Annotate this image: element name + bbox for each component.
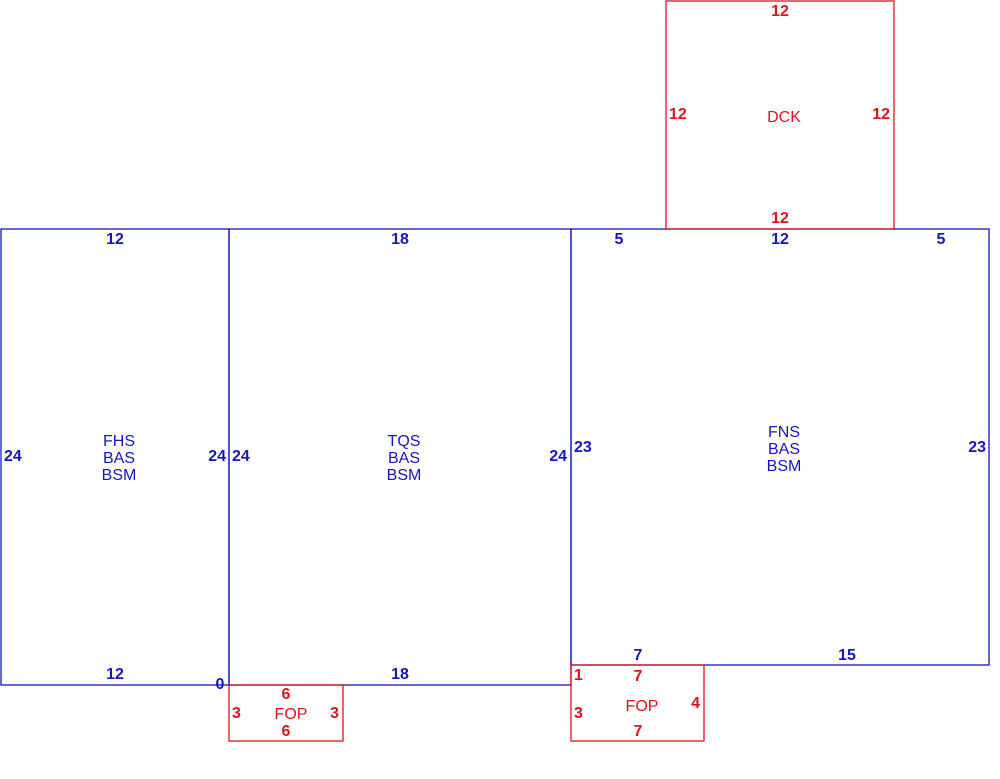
fns-bottom-left-dimension: 7 xyxy=(634,647,643,664)
tqs-right-dimension: 24 xyxy=(549,448,567,465)
area-dck-outline xyxy=(665,0,895,230)
fop-1-left-dimension: 3 xyxy=(232,705,241,722)
fhs-right-dimension: 24 xyxy=(208,448,226,465)
fop-1-bottom-dimension: 6 xyxy=(282,723,291,740)
fop-1-top-dimension: 6 xyxy=(282,686,291,703)
fns-code-3: BSM xyxy=(767,458,802,475)
fop-2-top-dimension: 7 xyxy=(634,668,643,685)
fhs-code-2: BAS xyxy=(103,450,135,467)
tqs-code-3: BSM xyxy=(387,467,422,484)
dck-code: DCK xyxy=(767,109,801,126)
area-fop-1-outline xyxy=(228,684,344,742)
area-fop-2: 7 7 1 3 4 FOP xyxy=(570,664,705,742)
fop-2-left-dimension: 3 xyxy=(574,705,583,722)
dck-right-dimension: 12 xyxy=(872,106,890,123)
area-fop-2-outline xyxy=(570,664,705,742)
fop-2-corner-dimension: 1 xyxy=(574,667,583,684)
fop-2-code: FOP xyxy=(626,698,659,715)
fns-code-2: BAS xyxy=(768,441,800,458)
area-fhs: 12 12 24 24 FHS BAS BSM xyxy=(0,228,230,686)
fns-top-left-dimension: 5 xyxy=(615,231,624,248)
fns-left-dimension: 23 xyxy=(574,439,592,456)
fns-bottom-right-dimension: 15 xyxy=(838,647,856,664)
fns-top-mid-dimension: 12 xyxy=(771,231,789,248)
area-tqs: 18 18 24 24 0 TQS BAS BSM xyxy=(216,228,572,693)
tqs-left-dimension: 24 xyxy=(232,448,250,465)
fop-1-right-dimension: 3 xyxy=(330,705,339,722)
tqs-code-2: BAS xyxy=(388,450,420,467)
fns-right-dimension: 23 xyxy=(968,439,986,456)
fhs-code-1: FHS xyxy=(103,433,135,450)
dck-left-dimension: 12 xyxy=(669,106,687,123)
fhs-left-dimension: 24 xyxy=(4,448,22,465)
dck-top-dimension: 12 xyxy=(771,3,789,20)
area-dck: 12 12 12 12 DCK xyxy=(665,0,895,230)
fhs-top-dimension: 12 xyxy=(106,231,124,248)
fhs-bottom-dimension: 12 xyxy=(106,666,124,683)
dck-bottom-dimension: 12 xyxy=(771,210,789,227)
area-fns: 5 12 5 23 23 7 15 FNS BAS BSM xyxy=(570,228,990,666)
tqs-top-dimension: 18 xyxy=(391,231,409,248)
fhs-code-3: BSM xyxy=(102,467,137,484)
fop-2-right-dimension: 4 xyxy=(691,695,700,712)
fop-2-bottom-dimension: 7 xyxy=(634,723,643,740)
fns-code-1: FNS xyxy=(768,424,800,441)
fns-top-right-dimension: 5 xyxy=(937,231,946,248)
tqs-code-1: TQS xyxy=(388,433,421,450)
tqs-corner-dimension: 0 xyxy=(216,676,225,693)
tqs-bottom-dimension: 18 xyxy=(391,666,409,683)
fop-1-code: FOP xyxy=(275,706,308,723)
area-fop-1: 6 6 3 3 FOP xyxy=(228,684,344,742)
